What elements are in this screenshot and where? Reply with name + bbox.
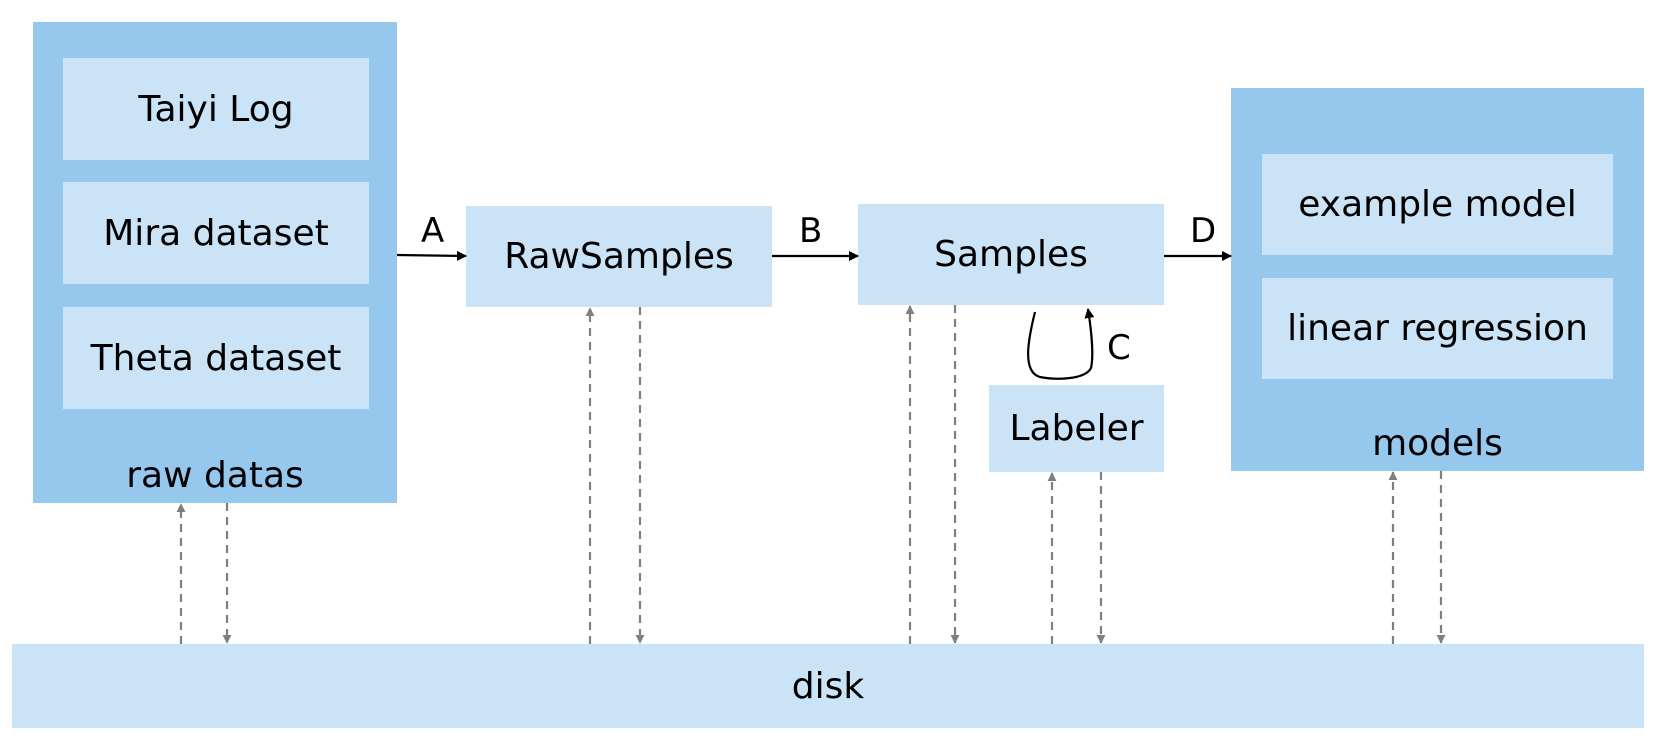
raw-samples-box: RawSamples bbox=[466, 206, 772, 307]
example-model-label: example model bbox=[1298, 184, 1577, 225]
mira-dataset-box: Mira dataset bbox=[63, 182, 369, 284]
theta-dataset-box: Theta dataset bbox=[63, 307, 369, 409]
disk-label: disk bbox=[791, 665, 865, 707]
models-label: models bbox=[1372, 423, 1503, 464]
raw-samples-label: RawSamples bbox=[504, 236, 734, 277]
raw-datas-label: raw datas bbox=[126, 455, 304, 496]
models-container: example model linear regression models bbox=[1231, 88, 1644, 471]
labeler-label: Labeler bbox=[1009, 408, 1144, 449]
raw-datas-container: Taiyi Log Mira dataset Theta dataset raw… bbox=[33, 22, 397, 503]
taiyi-log-label: Taiyi Log bbox=[138, 88, 294, 130]
edge-label-c: C bbox=[1107, 328, 1131, 368]
edge-label-b: B bbox=[799, 211, 823, 251]
linear-regression-label: linear regression bbox=[1287, 308, 1588, 349]
labeler-box: Labeler bbox=[989, 385, 1164, 472]
disk-box: disk bbox=[12, 644, 1644, 728]
example-model-box: example model bbox=[1262, 154, 1613, 255]
linear-regression-box: linear regression bbox=[1262, 278, 1613, 379]
taiyi-log-box: Taiyi Log bbox=[63, 58, 369, 160]
edge-label-d: D bbox=[1190, 211, 1217, 251]
mira-dataset-label: Mira dataset bbox=[103, 212, 329, 254]
arrow-c-loop bbox=[1027, 308, 1095, 380]
samples-box: Samples bbox=[858, 204, 1164, 305]
arrow-a bbox=[396, 250, 467, 261]
theta-dataset-label: Theta dataset bbox=[90, 337, 342, 379]
samples-label: Samples bbox=[934, 234, 1088, 275]
edge-label-a: A bbox=[421, 211, 445, 251]
